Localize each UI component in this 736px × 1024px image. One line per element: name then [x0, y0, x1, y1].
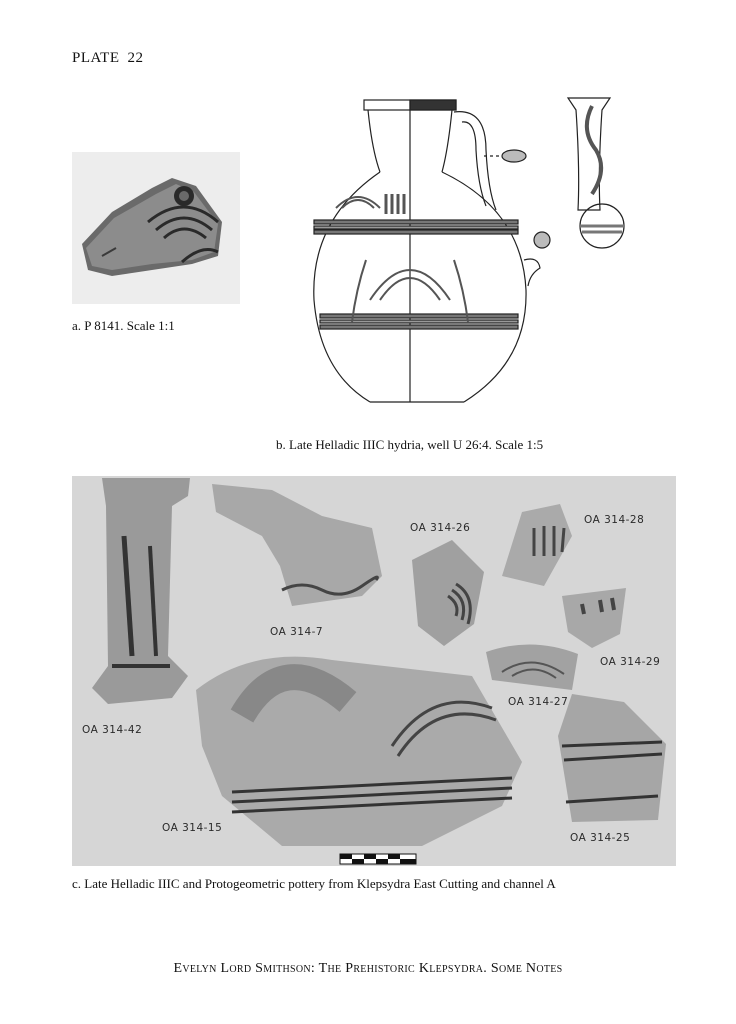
sherd-label-oa-314-7: OA 314-7 [270, 626, 324, 638]
sherds-photo-c: OA 314-42 OA 314-7 OA 314-26 OA 314-28 O… [72, 476, 676, 866]
sherd-label-oa-314-28: OA 314-28 [584, 514, 645, 526]
sherd-label-oa-314-25: OA 314-25 [570, 832, 631, 844]
caption-b: b. Late Helladic IIIC hydria, well U 26:… [276, 437, 544, 452]
caption-a: a. P 8141. Scale 1:1 [72, 318, 175, 333]
page-footer: Evelyn Lord Smithson: The Prehistoric Kl… [173, 961, 563, 976]
sherds-image [72, 476, 676, 866]
sherd-photo-a [72, 152, 240, 304]
sherd-label-oa-314-42: OA 314-42 [82, 724, 143, 736]
hydria-svg [313, 97, 625, 403]
sherd-label-oa-314-27: OA 314-27 [508, 696, 569, 708]
sherd-a-image [72, 152, 240, 304]
plate-word: PLATE [72, 50, 120, 66]
hydria-drawing [296, 90, 656, 410]
plate-label: PLATE 22 [72, 50, 144, 67]
sherd-label-oa-314-15: OA 314-15 [162, 822, 223, 834]
plate-number: 22 [127, 50, 144, 66]
sherd-label-oa-314-29: OA 314-29 [600, 656, 661, 668]
sherd-label-oa-314-26: OA 314-26 [410, 522, 471, 534]
caption-c: c. Late Helladic IIIC and Protogeometric… [72, 876, 556, 891]
